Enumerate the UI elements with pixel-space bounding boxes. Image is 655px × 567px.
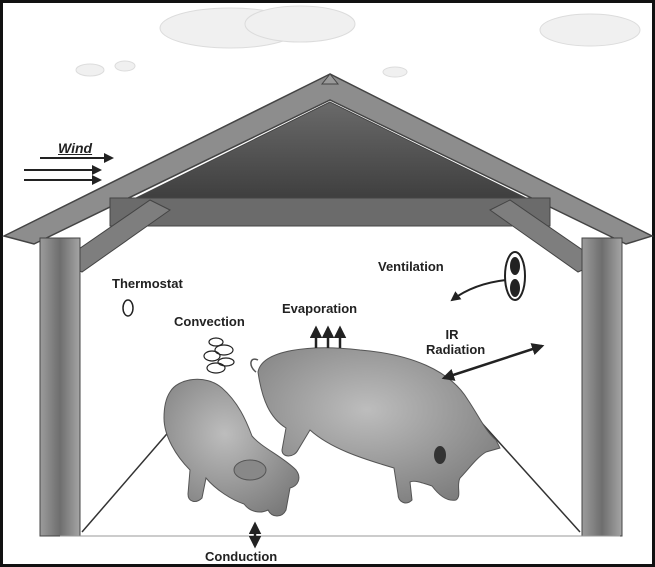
wind-label: Wind <box>58 141 92 155</box>
evaporation-label: Evaporation <box>282 302 357 315</box>
thermostat-label: Thermostat <box>112 277 183 290</box>
conduction-label: Conduction <box>205 550 277 563</box>
convection-label: Convection <box>174 315 245 328</box>
radiation-label: Radiation <box>426 343 485 356</box>
ventilation-label: Ventilation <box>378 260 444 273</box>
ir-label: IR <box>440 328 464 341</box>
thermostat-icon <box>123 300 133 316</box>
ventilation-fan-icon <box>505 252 525 300</box>
